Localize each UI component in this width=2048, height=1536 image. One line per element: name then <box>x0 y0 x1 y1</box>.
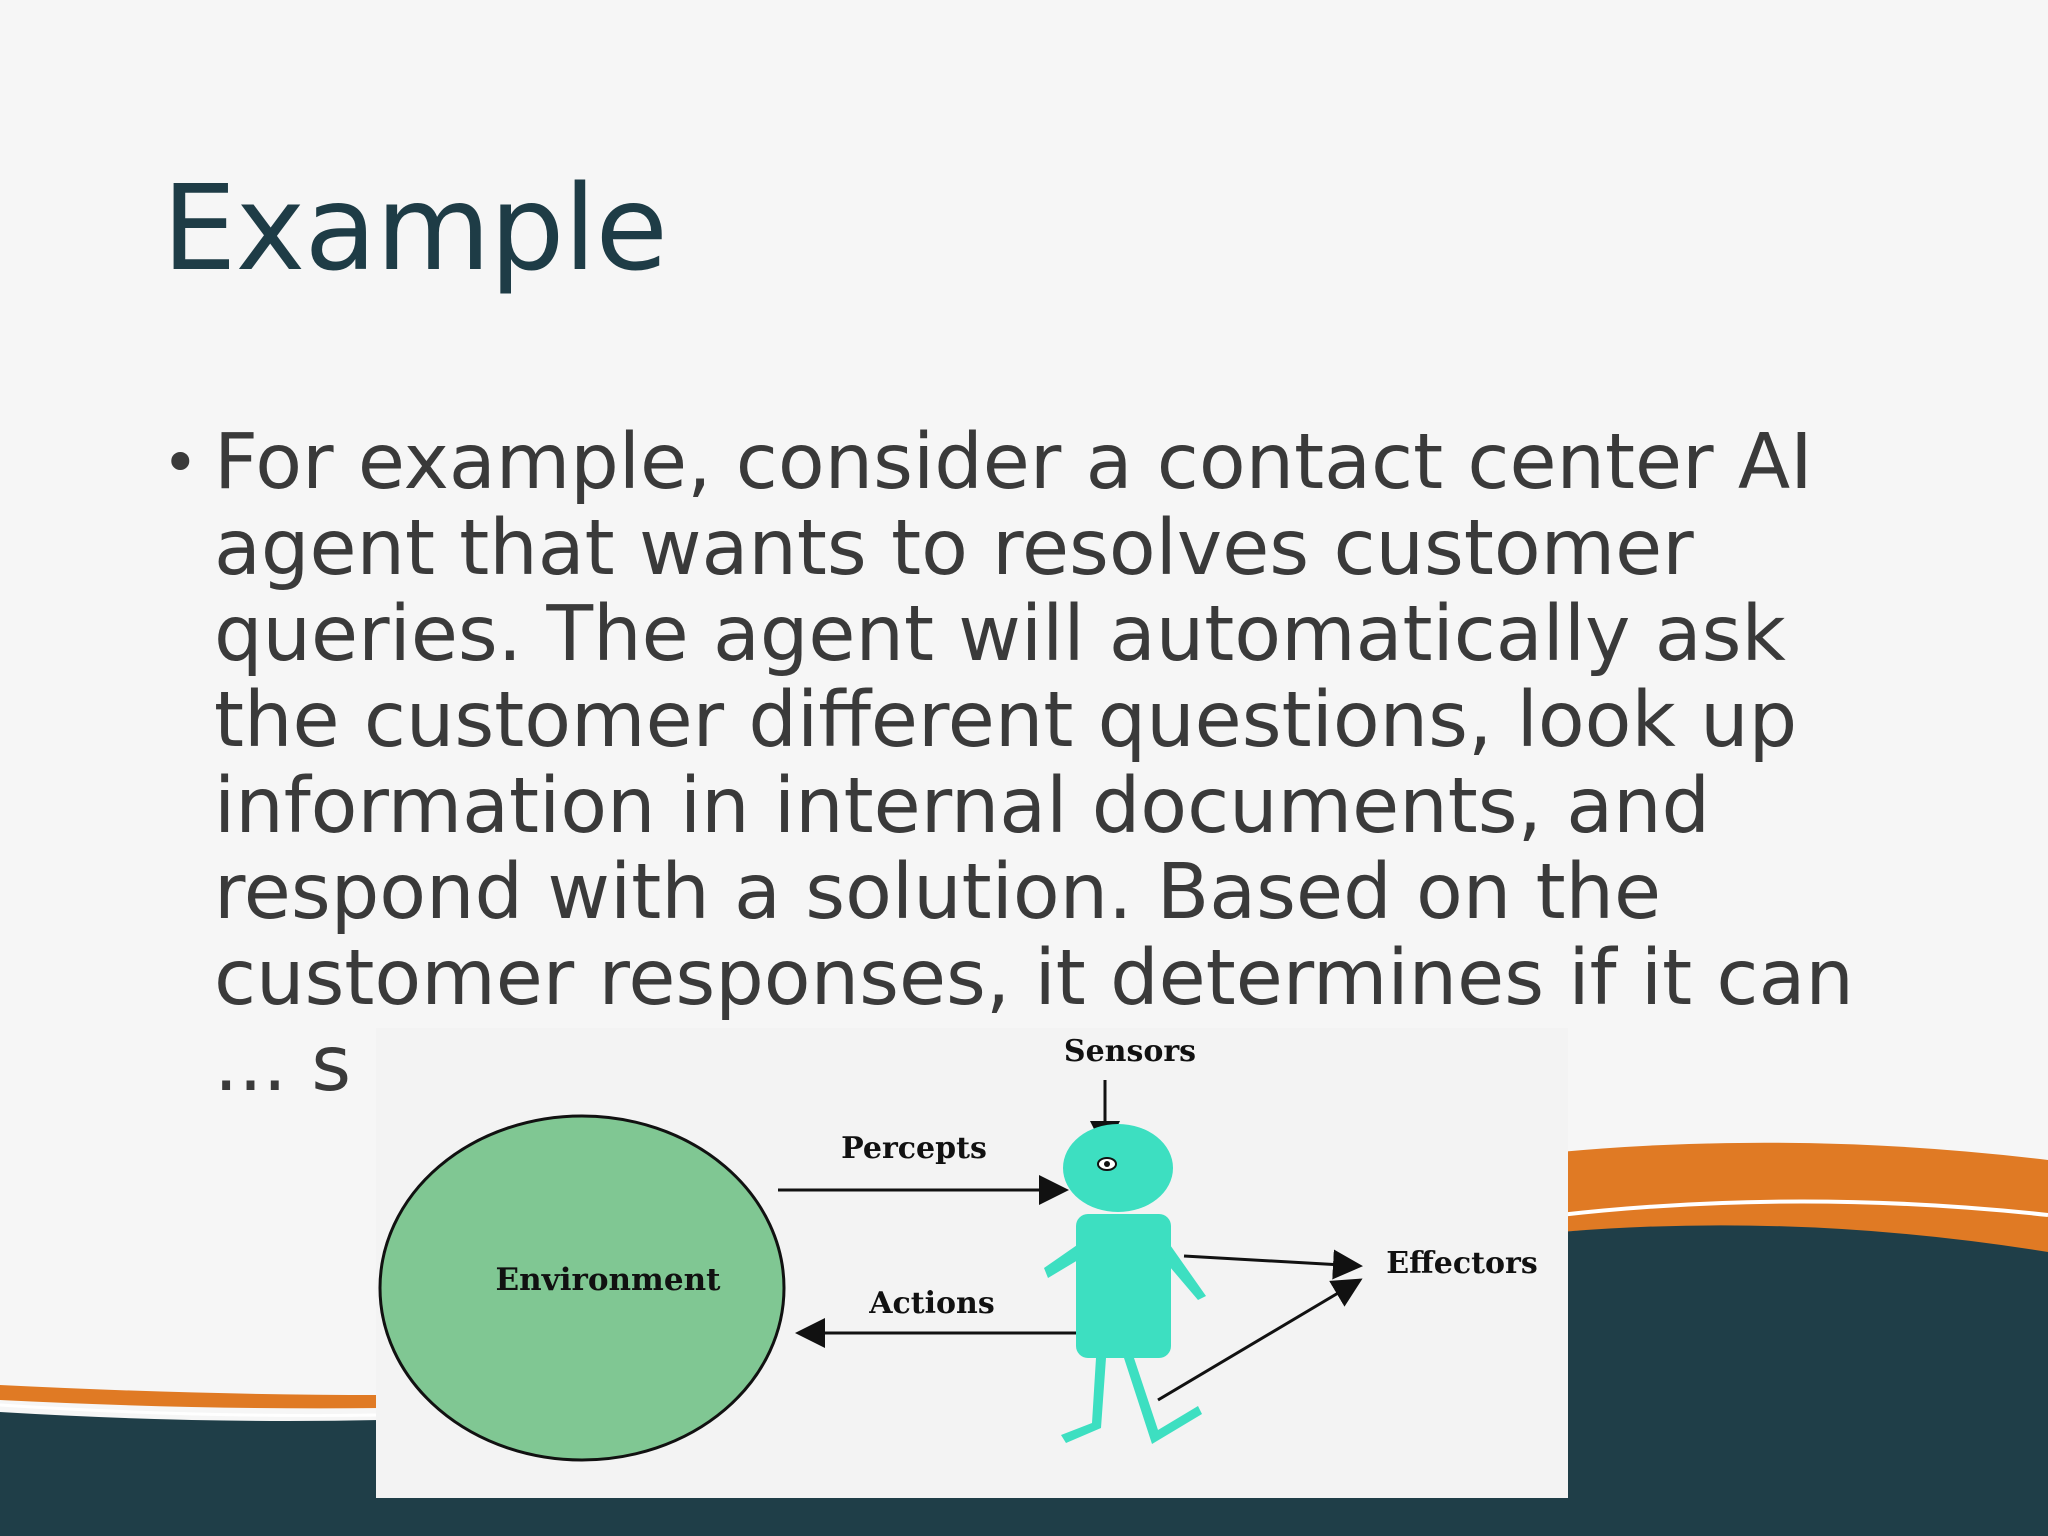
slide-title: Example <box>162 159 668 297</box>
agent-left-leg <box>1061 1358 1106 1443</box>
effectors-label: Effectors <box>1386 1246 1537 1281</box>
agent-body <box>1076 1214 1171 1358</box>
percepts-label: Percepts <box>841 1131 987 1166</box>
bullet-text: For example, consider a contact center A… <box>214 418 1854 1109</box>
dark-band-bottom <box>0 1498 2048 1536</box>
effectors-arrow-bottom <box>1157 1278 1363 1402</box>
agent-head <box>1063 1124 1173 1212</box>
white-line-right <box>1559 1199 2048 1217</box>
diagram-svg: Environment Percepts Actions Sensors <box>378 1034 1538 1462</box>
bullet-marker: • <box>162 426 199 499</box>
bullet-list: • For example, consider a contact center… <box>162 420 1902 1108</box>
agent-right-leg <box>1124 1358 1202 1444</box>
agent-left-arm <box>1044 1243 1080 1278</box>
white-line-left <box>0 1403 381 1418</box>
agent-right-arm <box>1164 1242 1206 1300</box>
sensors-label: Sensors <box>1064 1034 1196 1069</box>
orange-wave-left <box>0 1385 380 1409</box>
agent-environment-diagram: Environment Percepts Actions Sensors <box>376 1028 1568 1498</box>
effectors-arrow-top <box>1183 1249 1363 1280</box>
actions-label: Actions <box>868 1286 995 1321</box>
environment-ellipse <box>378 1114 786 1462</box>
environment-label: Environment <box>496 1262 722 1298</box>
agent-figure <box>1044 1124 1206 1444</box>
bullet-item: • For example, consider a contact center… <box>162 420 1902 1108</box>
dark-wave-right <box>1560 1225 2048 1536</box>
